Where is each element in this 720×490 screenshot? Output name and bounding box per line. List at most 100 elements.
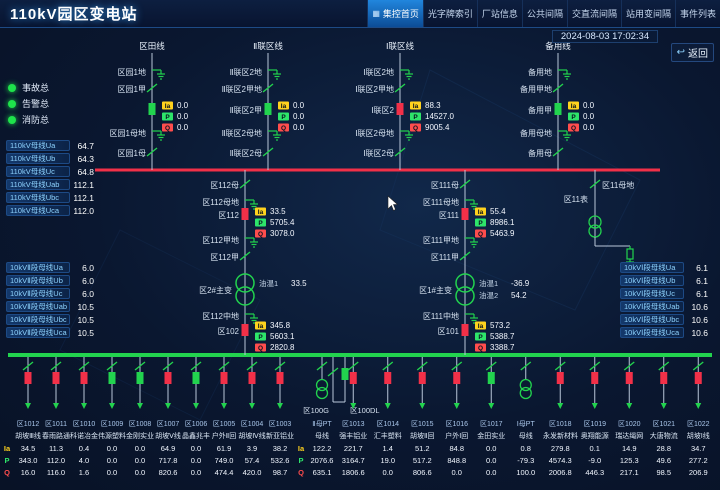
feeder-id[interactable]: 区1019: [583, 421, 607, 428]
tab-公共间隔[interactable]: 公共间隔: [521, 0, 567, 27]
row-key-Ia: Ia: [3, 444, 11, 453]
feeder-breaker-区1014[interactable]: [384, 372, 392, 384]
feeder-name: 户外Ⅰ回: [445, 433, 469, 440]
feeder-breaker-区1007[interactable]: [164, 372, 172, 384]
feeder-ia: 0.0: [106, 444, 118, 453]
feeder-breaker-区1020[interactable]: [625, 372, 633, 384]
feeder-id[interactable]: 区1011: [44, 421, 68, 428]
feeder-id[interactable]: 区1005: [212, 421, 236, 428]
back-button[interactable]: ↩ 返回: [670, 43, 714, 62]
measurement-value: 6.1: [696, 275, 708, 286]
breaker-区111[interactable]: [461, 208, 469, 220]
feeder-breaker-区1008[interactable]: [136, 372, 144, 384]
status-dot: [8, 115, 16, 124]
feeder-breaker-区1021[interactable]: [660, 372, 668, 384]
feeder-breaker-区1011[interactable]: [52, 372, 60, 384]
breaker-区112[interactable]: [241, 208, 249, 220]
feeder-name: 胡坡Ⅳ线: [238, 433, 266, 440]
transformer-区2#主变[interactable]: [235, 273, 255, 293]
feeder-breaker-区1017[interactable]: [487, 372, 495, 384]
feeder-id[interactable]: 区1017: [479, 421, 503, 428]
feeder-breaker-区1016[interactable]: [453, 372, 461, 384]
measurement-label: 10kVⅡ段母线Ub: [6, 275, 70, 286]
feeder-id[interactable]: 区1012: [16, 421, 40, 428]
feeder-id[interactable]: 区1020: [617, 421, 641, 428]
feeder-breaker-区1018[interactable]: [556, 372, 564, 384]
tab-事件列表[interactable]: 事件列表: [674, 0, 720, 27]
feeder-breaker-区1013[interactable]: [349, 372, 357, 384]
feeder-id[interactable]: 区1007: [156, 421, 180, 428]
measurement-label: 10kVⅠ段母线Uca: [620, 327, 684, 338]
feeder-id[interactable]: Ⅰ母PT: [516, 421, 535, 428]
status-light-消防总[interactable]: 消防总: [8, 114, 49, 125]
measure-key-text: Ia: [281, 103, 287, 110]
feeder-id[interactable]: 区1003: [268, 421, 292, 428]
transformer-区1#主变[interactable]: [455, 273, 475, 293]
feeder-name: 胡坡Ⅲ线: [15, 433, 41, 440]
transformer-区2#主变[interactable]: [235, 286, 255, 306]
feeder-id[interactable]: 区1008: [128, 421, 152, 428]
row-key-Q: Q: [298, 468, 304, 477]
breaker-区102[interactable]: [241, 324, 249, 336]
tab-光字牌索引[interactable]: 光字牌索引: [422, 0, 477, 27]
load-arrow: [488, 403, 495, 409]
measure-value: 5603.1: [270, 332, 295, 341]
feeder-id[interactable]: 区1013: [341, 421, 365, 428]
tab-厂站信息[interactable]: 厂站信息: [476, 0, 522, 27]
tab-交直流间隔[interactable]: 交直流间隔: [566, 0, 621, 27]
feeder-breaker-区1003[interactable]: [276, 372, 284, 384]
feeder-id[interactable]: 区1006: [184, 421, 208, 428]
measurement-value: 6.0: [82, 275, 94, 286]
feeder-breaker-区1004[interactable]: [248, 372, 256, 384]
feeder-breaker-区1015[interactable]: [418, 372, 426, 384]
status-light-告警总[interactable]: 告警总: [8, 98, 49, 109]
feeder-id[interactable]: 区1021: [652, 421, 676, 428]
feeder-breaker-区1022[interactable]: [694, 372, 702, 384]
breaker-Ⅱ联区2甲[interactable]: [264, 103, 272, 115]
measure-value: 33.5: [270, 207, 286, 216]
feeder-ia: 51.2: [414, 444, 430, 453]
feeder-id[interactable]: 区1004: [240, 421, 264, 428]
feeder-id[interactable]: 区1018: [548, 421, 572, 428]
breaker-Ⅰ联区2[interactable]: [396, 103, 404, 115]
status-light-事故总[interactable]: 事故总: [8, 82, 49, 93]
feeder-id[interactable]: 区1014: [376, 421, 400, 428]
tab-集控首页[interactable]: ▦集控首页: [367, 0, 423, 27]
breaker-区田线[interactable]: [148, 103, 156, 115]
wire: [262, 83, 274, 93]
feeder-p: 3164.7: [341, 456, 365, 465]
feeder-id[interactable]: 区1016: [445, 421, 469, 428]
tab-站用变间隔[interactable]: 站用变间隔: [620, 0, 675, 27]
feeder-id[interactable]: 区1009: [100, 421, 124, 428]
feeder-id[interactable]: 区1010: [72, 421, 96, 428]
feeder-breaker-区1010[interactable]: [80, 372, 88, 384]
feeder-breaker-区1005[interactable]: [220, 372, 228, 384]
wire: [218, 361, 230, 371]
home-grid-icon: ▦: [372, 9, 380, 18]
breaker-区100DL[interactable]: [341, 368, 349, 380]
feeder-breaker-区1006[interactable]: [192, 372, 200, 384]
status-label: 告警总: [22, 99, 50, 109]
load-arrow: [591, 403, 598, 409]
feeder-breaker-区1019[interactable]: [591, 372, 599, 384]
transformer-区1#主变[interactable]: [455, 286, 475, 306]
load-arrow: [25, 403, 31, 409]
feeder-ia: 3.9: [246, 444, 258, 453]
nav-tabs: ▦集控首页光字牌索引厂站信息公共间隔交直流间隔站用变间隔事件列表: [367, 0, 720, 27]
feeder-breaker-区1009[interactable]: [108, 372, 116, 384]
feeder-id[interactable]: Ⅱ母PT: [312, 421, 332, 428]
feeder-id[interactable]: 区1022: [686, 421, 710, 428]
breaker-备用甲[interactable]: [554, 103, 562, 115]
breaker-区101[interactable]: [461, 324, 469, 336]
row-key-P: P: [298, 456, 304, 465]
feeder-breaker-区1012[interactable]: [24, 372, 32, 384]
feeder-id[interactable]: 区1015: [410, 421, 434, 428]
feeder-name: 晶鑫兆丰: [182, 433, 210, 440]
wire: [239, 179, 251, 189]
bay-title: Ⅰ联区线: [386, 41, 415, 51]
